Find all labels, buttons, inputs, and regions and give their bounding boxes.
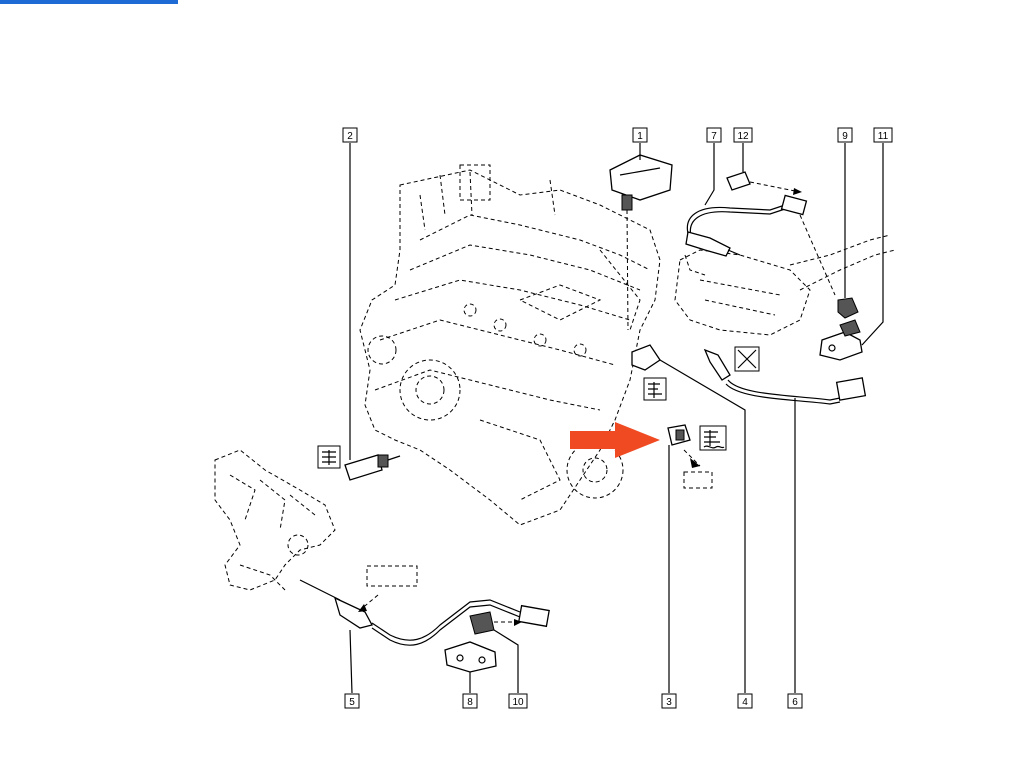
callout-8: 8 <box>462 693 478 709</box>
svg-text:11: 11 <box>878 131 889 142</box>
svg-text:2: 2 <box>347 131 353 142</box>
callout-3: 3 <box>661 693 677 709</box>
part-1-pressure-sensor <box>609 154 673 331</box>
top-accent-bar <box>0 0 178 4</box>
part-4-clip <box>631 344 746 693</box>
svg-text:5: 5 <box>349 697 355 708</box>
svg-text:1: 1 <box>637 131 643 142</box>
svg-text:8: 8 <box>467 697 473 708</box>
part-8-bracket <box>444 641 497 693</box>
part-2-sensor <box>344 454 401 481</box>
exhaust-manifold <box>214 449 336 591</box>
callout-1: 1 <box>632 127 648 143</box>
callout-10: 10 <box>508 693 528 709</box>
dashed-label-box-right <box>683 471 713 489</box>
svg-text:7: 7 <box>711 131 717 142</box>
callout-5: 5 <box>344 693 360 709</box>
part-3-sensor <box>667 424 701 468</box>
leader-lines <box>349 143 846 694</box>
callout-11: 11 <box>873 127 893 143</box>
engine-block <box>359 164 661 526</box>
svg-text:3: 3 <box>666 697 672 708</box>
dashed-label-box-left <box>366 565 418 587</box>
callout-6: 6 <box>787 693 803 709</box>
part-7-oxygen-sensor <box>685 194 808 257</box>
part-9-clip <box>799 214 859 319</box>
callout-2: 2 <box>342 127 358 143</box>
svg-text:9: 9 <box>842 131 848 142</box>
no-reuse-symbol <box>734 346 760 372</box>
svg-text:4: 4 <box>742 697 748 708</box>
torque-symbol-part-3 <box>699 425 727 451</box>
highlight-arrow <box>570 422 660 458</box>
part-6-oxygen-sensor <box>703 348 867 693</box>
svg-text:6: 6 <box>792 697 798 708</box>
callout-4: 4 <box>737 693 753 709</box>
part-12-connector <box>726 171 802 195</box>
part-10-connector-clip <box>469 611 522 693</box>
torque-symbol-part-4 <box>643 377 667 401</box>
torque-symbol-part-2 <box>317 445 341 469</box>
callout-7: 7 <box>706 127 722 143</box>
svg-text:12: 12 <box>737 131 749 142</box>
svg-text:10: 10 <box>512 697 524 708</box>
callout-12: 12 <box>733 127 753 143</box>
part-11-bracket <box>819 143 884 361</box>
callout-9: 9 <box>837 127 853 143</box>
part-5-oxygen-sensor <box>299 579 550 646</box>
